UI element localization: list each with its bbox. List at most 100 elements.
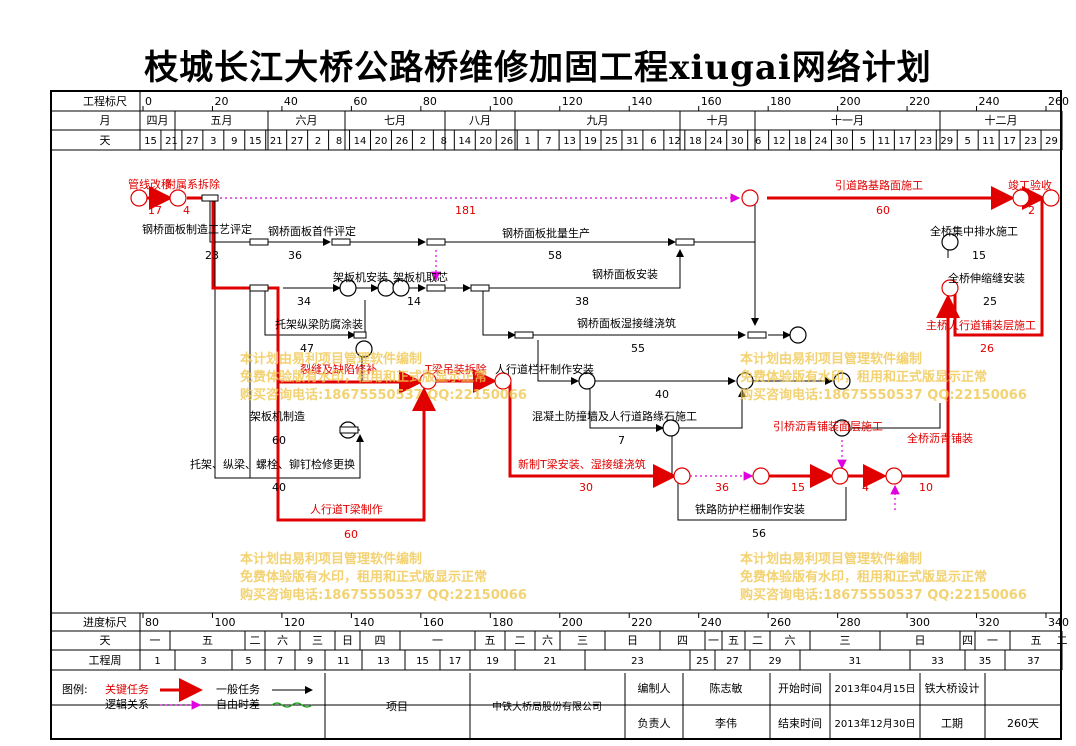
day-label: 14 — [458, 136, 471, 147]
day-label: 29 — [940, 136, 953, 147]
task-label-15: 人行道栏杆制作安装 — [495, 362, 594, 376]
day-label: 11 — [878, 136, 891, 147]
duration-16: 7 — [618, 434, 625, 447]
day-label: 11 — [982, 136, 995, 147]
day-label: 25 — [605, 136, 618, 147]
task-label-26: 全桥沥青铺装 — [907, 431, 973, 445]
legend-float-label: 自由时差 — [216, 697, 260, 711]
network-node — [578, 372, 596, 390]
week-label: 1 — [154, 656, 160, 667]
progress-tick-label: 260 — [770, 616, 791, 629]
weekday-label: 五 — [202, 634, 213, 647]
svg-text:免费体验版有水印，租用和正式版显示正常: 免费体验版有水印，租用和正式版显示正常 — [740, 569, 987, 585]
network-node — [741, 189, 759, 207]
day-label: 12 — [668, 136, 681, 147]
task-label-20: 人行道T梁制作 — [310, 502, 383, 516]
progress-row-label: 进度标尺 — [83, 615, 127, 629]
day-label: 27 — [186, 136, 199, 147]
weekday-label: 六 — [277, 634, 288, 647]
day-label: 18 — [689, 136, 702, 147]
activity-bar — [249, 284, 269, 292]
progress-tick-label: 320 — [979, 616, 1000, 629]
svg-text:免费体验版有水印，租用和正式版显示正常: 免费体验版有水印，租用和正式版显示正常 — [240, 569, 487, 585]
task-label-2: 附属系拆除 — [165, 177, 220, 191]
month-row-label: 月 — [100, 114, 111, 127]
week-label: 5 — [245, 656, 251, 667]
network-node — [130, 189, 148, 207]
duration-6: 36 — [288, 249, 302, 262]
week-label: 13 — [377, 656, 390, 667]
scale-tick-label: 220 — [909, 95, 930, 108]
footer-company: 中铁大桥局股份有限公司 — [492, 700, 602, 713]
duration-17: 60 — [272, 434, 286, 447]
day-label: 1 — [524, 136, 530, 147]
day-row-label: 天 — [100, 134, 111, 147]
progress-tick-label: 340 — [1048, 616, 1069, 629]
weekday-label: 日 — [627, 634, 638, 647]
weekday-label: 五 — [485, 634, 496, 647]
day-label: 23 — [1024, 136, 1037, 147]
float-value-1: 181 — [455, 204, 476, 217]
day-label: 15 — [249, 136, 262, 147]
task-label-19: 新制T梁安装、湿接缝浇筑 — [518, 457, 646, 471]
network-node — [752, 467, 770, 485]
month-label: 七月 — [384, 114, 406, 127]
svg-text:免费体验版有水印，租用和正式版显示正常: 免费体验版有水印，租用和正式版显示正常 — [740, 369, 987, 385]
day-label: 5 — [965, 136, 971, 147]
duration-15: 40 — [655, 388, 669, 401]
network-node — [169, 189, 187, 207]
duration-11: 14 — [407, 295, 421, 308]
scale-row-label: 工程标尺 — [83, 94, 127, 108]
activity-bar — [426, 238, 446, 246]
task-label-25: 引桥沥青铺装面层施工 — [773, 419, 883, 433]
month-label: 六月 — [296, 114, 318, 127]
weekday-label: 四 — [962, 634, 973, 647]
activity-bar — [201, 194, 219, 202]
activity-bar — [353, 331, 367, 339]
weekday-label: 一 — [987, 634, 998, 647]
duration-25: 15 — [791, 481, 805, 494]
duration-19: 30 — [579, 481, 593, 494]
weekday-label: 日 — [342, 634, 353, 647]
network-node — [339, 279, 357, 297]
task-label-8: 钢桥面板安装 — [592, 267, 658, 281]
week-label: 31 — [849, 656, 862, 667]
day-label: 18 — [794, 136, 807, 147]
scale-tick-label: 100 — [492, 95, 513, 108]
network-node — [941, 233, 959, 251]
weekday-label: 一 — [432, 634, 443, 647]
float-value-2: 36 — [715, 481, 729, 494]
day-label: 27 — [291, 136, 304, 147]
duration-20: 60 — [344, 528, 358, 541]
network-node — [736, 372, 754, 390]
week-label: 17 — [449, 656, 462, 667]
weekday-label: 二 — [1057, 634, 1068, 647]
scale-tick-label: 200 — [840, 95, 861, 108]
task-label-5: 钢桥面板制造工艺评定 — [142, 222, 252, 236]
month-label: 十月 — [707, 113, 729, 127]
day-label: 8 — [336, 136, 342, 147]
svg-text:购买咨询电话:18675550537 QQ:22150066: 购买咨询电话:18675550537 QQ:22150066 — [240, 587, 527, 603]
task-label-3: 引道路基路面施工 — [835, 178, 923, 192]
day-label: 26 — [500, 136, 513, 147]
weekday-label: 一 — [150, 634, 161, 647]
weekday-label: 二 — [250, 634, 261, 647]
task-label-7: 钢桥面板批量生产 — [502, 226, 590, 240]
footer-design: 铁大桥设计 — [925, 681, 980, 695]
svg-text:本计划由易利项目管理软件编制: 本计划由易利项目管理软件编制 — [740, 551, 922, 567]
task-label-12: 托架纵梁防腐涂装 — [275, 317, 363, 331]
day-label: 24 — [710, 136, 723, 147]
network-node — [833, 419, 851, 437]
day-label: 14 — [354, 136, 367, 147]
month-label: 八月 — [469, 114, 491, 127]
svg-text:购买咨询电话:18675550537 QQ:22150066: 购买咨询电话:18675550537 QQ:22150066 — [740, 387, 1027, 403]
weekday-label: 三 — [577, 634, 588, 647]
week-label: 7 — [277, 656, 283, 667]
legend-float-line — [271, 702, 313, 708]
network-node — [494, 372, 512, 390]
progress-tick-label: 180 — [492, 616, 513, 629]
normal-task-lines — [209, 198, 949, 521]
